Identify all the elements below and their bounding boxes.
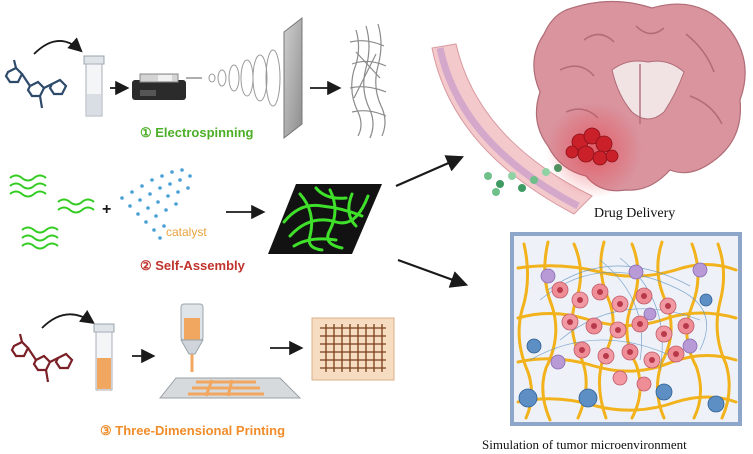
electrospinning-label: ① Electrospinning [140,125,254,140]
drug-delivery-label: Drug Delivery [594,206,675,221]
cell-nuclei [557,287,689,363]
printer-nozzle [180,303,204,372]
catalyst-label: catalyst [166,225,207,239]
electrospinning-row [4,16,387,140]
collector-plate [283,16,303,140]
printed-scaffold [311,317,395,381]
nanofiber-mesh [349,23,387,139]
brain-icon [533,0,746,198]
tumor-sim-label: Simulation of tumor microenvironment [482,437,687,452]
immune-cells [540,262,708,370]
catalyst-dots [120,168,192,240]
drug-delivery-panel: Drug Delivery [431,0,746,221]
printed-lattice [188,379,264,397]
arrow-to-drug-delivery [395,155,465,188]
blood-vessel [431,43,593,215]
three-d-printing-label: ③ Three-Dimensional Printing [100,423,286,438]
self-assembly-label: ② Self-Assembly [140,258,245,273]
peptide-strands [9,174,95,250]
tumor-sim-panel [510,232,742,426]
arrow-to-tumor-sim [397,258,469,288]
tumor-icon [565,127,619,166]
vial-icon [93,323,115,391]
cuvette-icon [83,55,105,117]
jet-spiral [208,49,281,107]
spheres [518,293,725,413]
molecule-icon [4,59,68,109]
syringe-pump-icon [132,73,202,100]
molecule-icon-red [10,333,74,383]
fiber-network [282,186,370,252]
tumor-glow [546,102,642,198]
curved-arrow [41,309,95,329]
curved-arrow [33,37,83,55]
self-assembly-row: + catalyst [9,168,382,254]
printing-row [10,303,395,399]
plus-sign: + [102,201,111,218]
drug-particles [484,164,562,196]
